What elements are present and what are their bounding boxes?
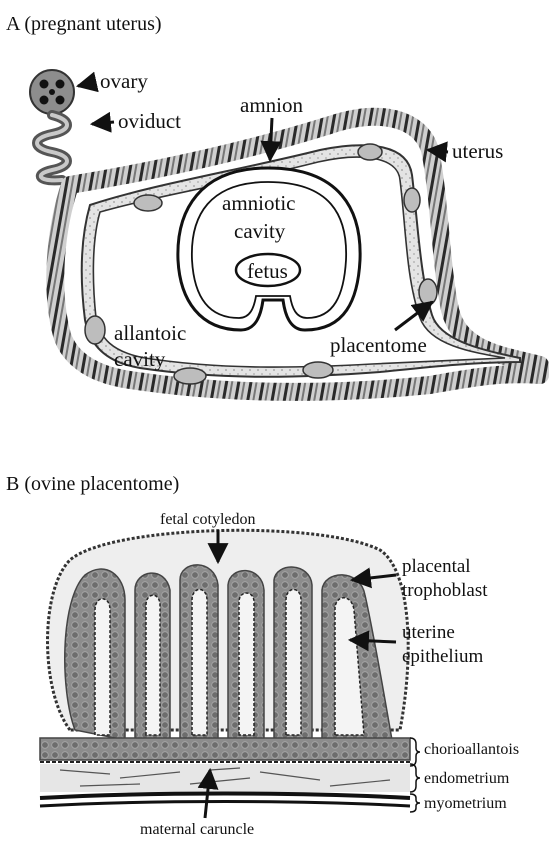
- label-amniotic-2: cavity: [234, 219, 286, 243]
- label-uterus: uterus: [452, 139, 503, 163]
- label-allantoic-2: cavity: [114, 347, 166, 371]
- panel-b-title: B (ovine placentome): [6, 473, 179, 495]
- ovary: [30, 70, 74, 114]
- label-maternal-caruncle: maternal caruncle: [140, 821, 254, 838]
- layer-brackets: [410, 738, 420, 812]
- label-oviduct: oviduct: [118, 109, 181, 133]
- label-placental-2: trophoblast: [402, 580, 488, 601]
- label-uterine-2: epithelium: [402, 646, 483, 667]
- label-endometrium: endometrium: [424, 770, 510, 787]
- myometrium-layer: [40, 794, 410, 799]
- endometrium-layer: [40, 764, 410, 792]
- label-allantoic-1: allantoic: [114, 321, 186, 345]
- chorioallantois-band: [40, 738, 410, 760]
- label-myometrium: myometrium: [424, 795, 507, 812]
- label-chorioallantois: chorioallantois: [424, 741, 519, 758]
- label-fetal-cotyledon: fetal cotyledon: [160, 511, 256, 528]
- label-placentome: placentome: [330, 333, 427, 357]
- label-amnion: amnion: [240, 93, 303, 117]
- label-amniotic-1: amniotic: [222, 191, 295, 215]
- label-fetus: fetus: [247, 259, 288, 283]
- label-uterine-1: uterine: [402, 622, 455, 643]
- label-placental-1: placental: [402, 556, 471, 577]
- panel-a-title: A (pregnant uterus): [6, 13, 162, 35]
- label-ovary: ovary: [100, 69, 148, 93]
